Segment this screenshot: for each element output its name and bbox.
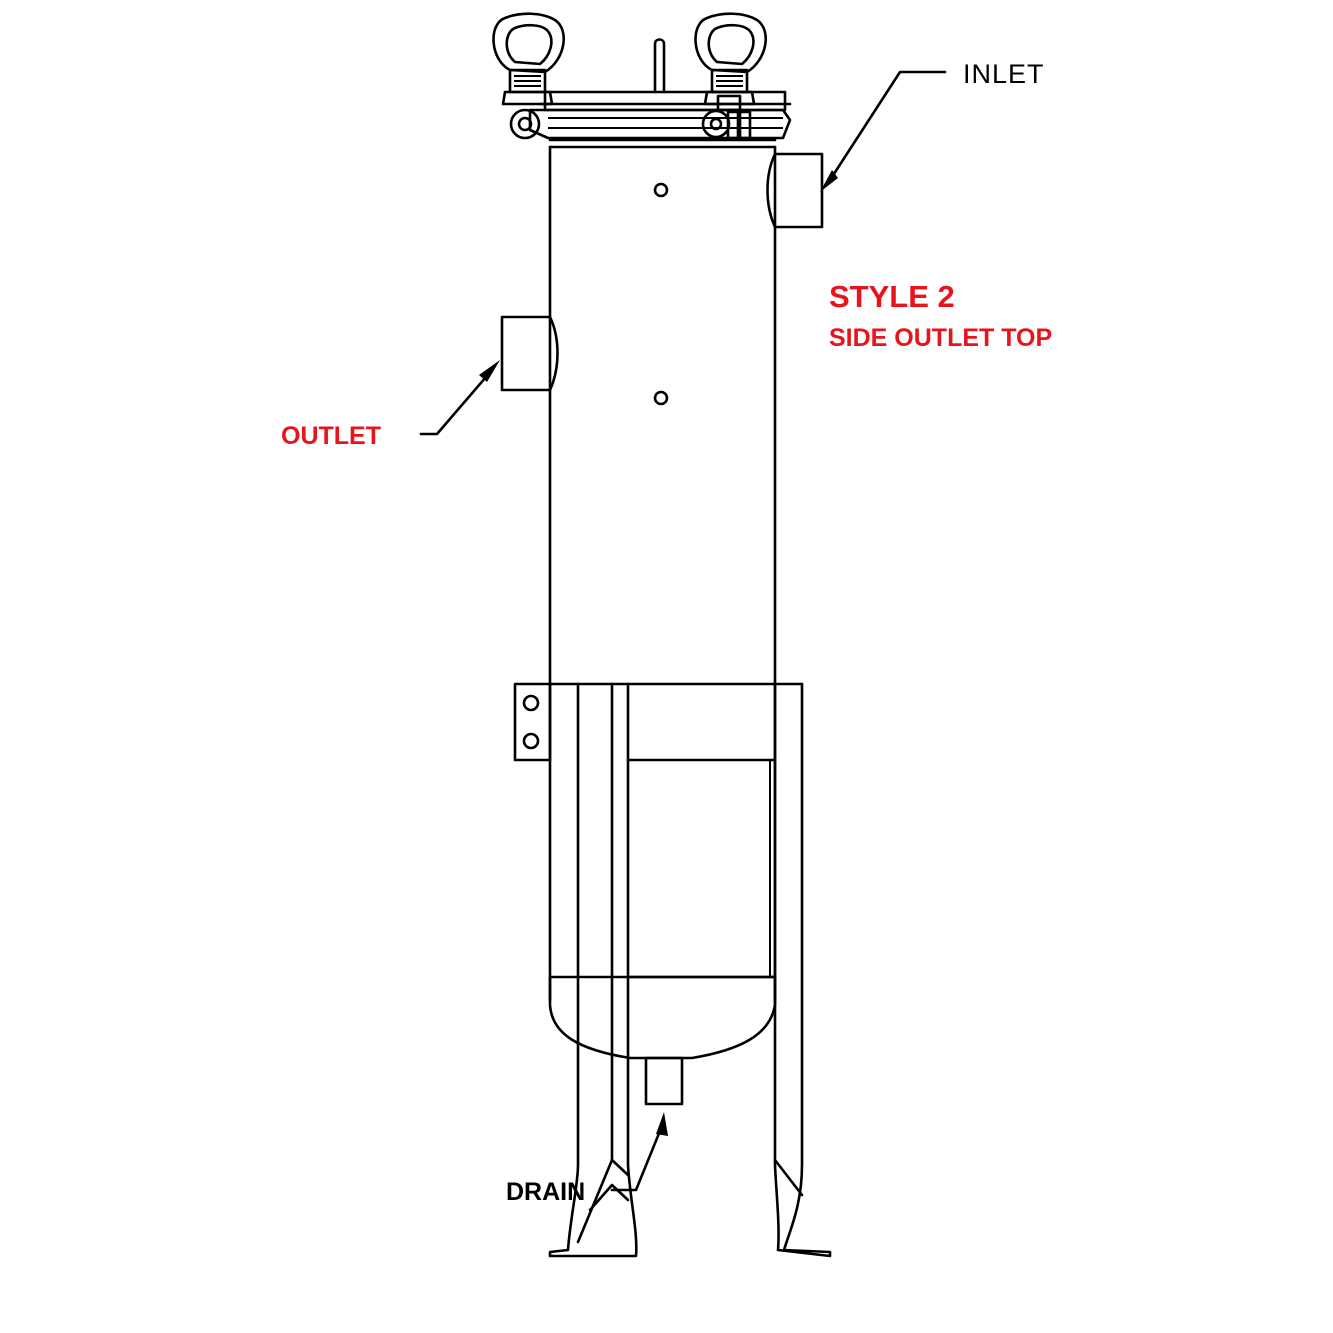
style-title: STYLE 2	[829, 279, 955, 314]
inlet-leader	[820, 70, 947, 192]
left-eyebolt	[492, 12, 565, 106]
leg-frame	[513, 682, 832, 1258]
inlet-label: INLET	[963, 59, 1045, 89]
outlet-nozzle	[500, 315, 559, 392]
drain-label: DRAIN	[506, 1178, 586, 1206]
cover-assembly	[492, 12, 792, 149]
outlet-label: OUTLET	[281, 422, 381, 450]
outlet-leader	[419, 360, 500, 436]
drain-nozzle	[644, 1056, 684, 1106]
style-subtitle: SIDE OUTLET TOP	[829, 324, 1053, 352]
right-eyebolt	[694, 12, 767, 106]
inlet-nozzle	[766, 152, 824, 229]
vessel-shell	[548, 145, 777, 1060]
drain-leader	[610, 1112, 668, 1192]
